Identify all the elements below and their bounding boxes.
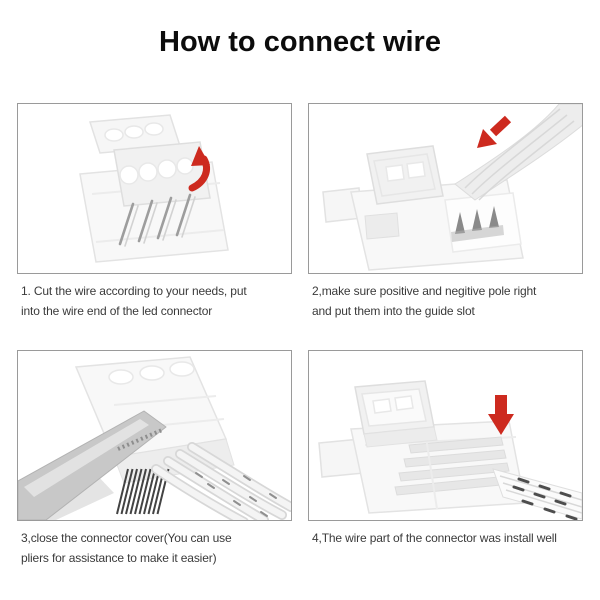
caption-line: 4,The wire part of the connector was ins…	[312, 531, 557, 545]
insert-direction-arrow-icon	[477, 115, 512, 148]
caption-line: 3,close the connector cover(You can use	[21, 531, 232, 545]
caption-line: pliers for assistance to make it easier)	[21, 551, 217, 565]
connector-pins	[118, 193, 192, 246]
caption-line: 2,make sure positive and negitive pole r…	[312, 284, 537, 298]
rotate-open-arrow-icon	[188, 146, 210, 192]
pliers-jaw	[18, 410, 167, 520]
caption-line: into the wire end of the led connector	[21, 304, 213, 318]
step3-image-frame	[17, 350, 292, 521]
connector-pins	[451, 206, 504, 242]
step1-illustration	[79, 114, 229, 263]
caption-line: and put them into the guide slot	[312, 304, 475, 318]
step4-illustration	[318, 380, 582, 520]
step2-illustration	[322, 104, 582, 271]
step3-illustration	[18, 356, 291, 520]
step3-caption: 3,close the connector cover(You can use …	[21, 528, 232, 568]
caption-line: 1. Cut the wire according to your needs,…	[21, 284, 247, 298]
connector-open-illustration	[79, 114, 229, 263]
connector-cover-flap	[366, 145, 444, 205]
press-down-arrow-icon	[488, 395, 514, 435]
page-title: How to connect wire	[159, 26, 441, 58]
ribbon-wire	[454, 104, 582, 201]
step4-caption: 4,The wire part of the connector was ins…	[312, 528, 557, 548]
connector-closed-illustration	[318, 420, 526, 514]
ribbon-wire	[492, 468, 582, 520]
step4-image-frame	[308, 350, 583, 521]
output-wires	[151, 442, 291, 520]
step2-caption: 2,make sure positive and negitive pole r…	[312, 281, 536, 321]
step1-caption: 1. Cut the wire according to your needs,…	[21, 281, 247, 321]
connector-cover-flap	[354, 380, 438, 448]
step2-image-frame	[308, 103, 583, 274]
step1-image-frame	[17, 103, 292, 274]
